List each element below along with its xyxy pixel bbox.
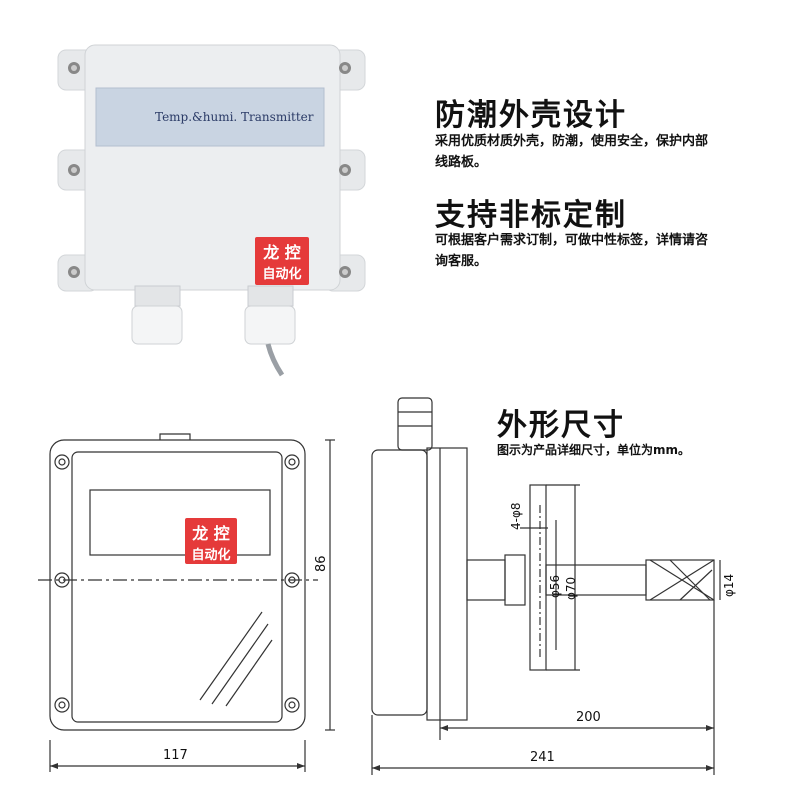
dim-hole-spec: 4-φ8 <box>509 502 523 530</box>
feature-1-desc-line2: 线路板。 <box>435 155 488 170</box>
feature-2-desc: 可根据客户需求订制，可做中性标签，详情请咨 询客服。 <box>435 230 708 272</box>
device-photo <box>57 44 366 377</box>
feature-1-title: 防潮外壳设计 <box>435 98 627 133</box>
feature-1-desc-line1: 采用优质材质外壳，防潮，使用安全，保护内部 <box>435 134 709 149</box>
dim-side-total: 241 <box>530 750 555 765</box>
dimensions-title: 外形尺寸 <box>497 408 625 443</box>
brand-badge-drawing-line2: 自动化 <box>191 548 231 563</box>
dim-front-height: 86 <box>314 555 329 572</box>
dimensions-desc: 图示为产品详细尺寸，单位为mm。 <box>497 443 691 457</box>
feature-2-title: 支持非标定制 <box>435 198 627 233</box>
panel-label: Temp.&humi. Transmitter <box>155 110 314 124</box>
dim-diameter-56: φ56 <box>548 574 562 598</box>
brand-badge-line1: 龙 控 <box>263 243 301 262</box>
brand-badge-line2: 自动化 <box>262 267 302 282</box>
feature-2-desc-line2: 询客服。 <box>435 254 488 269</box>
front-view-drawing <box>38 433 335 772</box>
dim-front-width: 117 <box>163 748 188 763</box>
dim-diameter-70: φ70 <box>564 576 578 600</box>
dim-diameter-14: φ14 <box>722 573 736 597</box>
brand-badge-drawing: 龙 控 自动化 <box>185 518 237 564</box>
feature-2-desc-line1: 可根据客户需求订制，可做中性标签，详情请咨 <box>435 233 709 248</box>
brand-badge-drawing-line1: 龙 控 <box>192 524 230 543</box>
feature-1-desc: 采用优质材质外壳，防潮，使用安全，保护内部 线路板。 <box>435 131 708 173</box>
brand-badge-top: 龙 控 自动化 <box>255 237 309 285</box>
dim-probe-length: 200 <box>576 710 601 725</box>
side-view-drawing <box>371 397 721 775</box>
